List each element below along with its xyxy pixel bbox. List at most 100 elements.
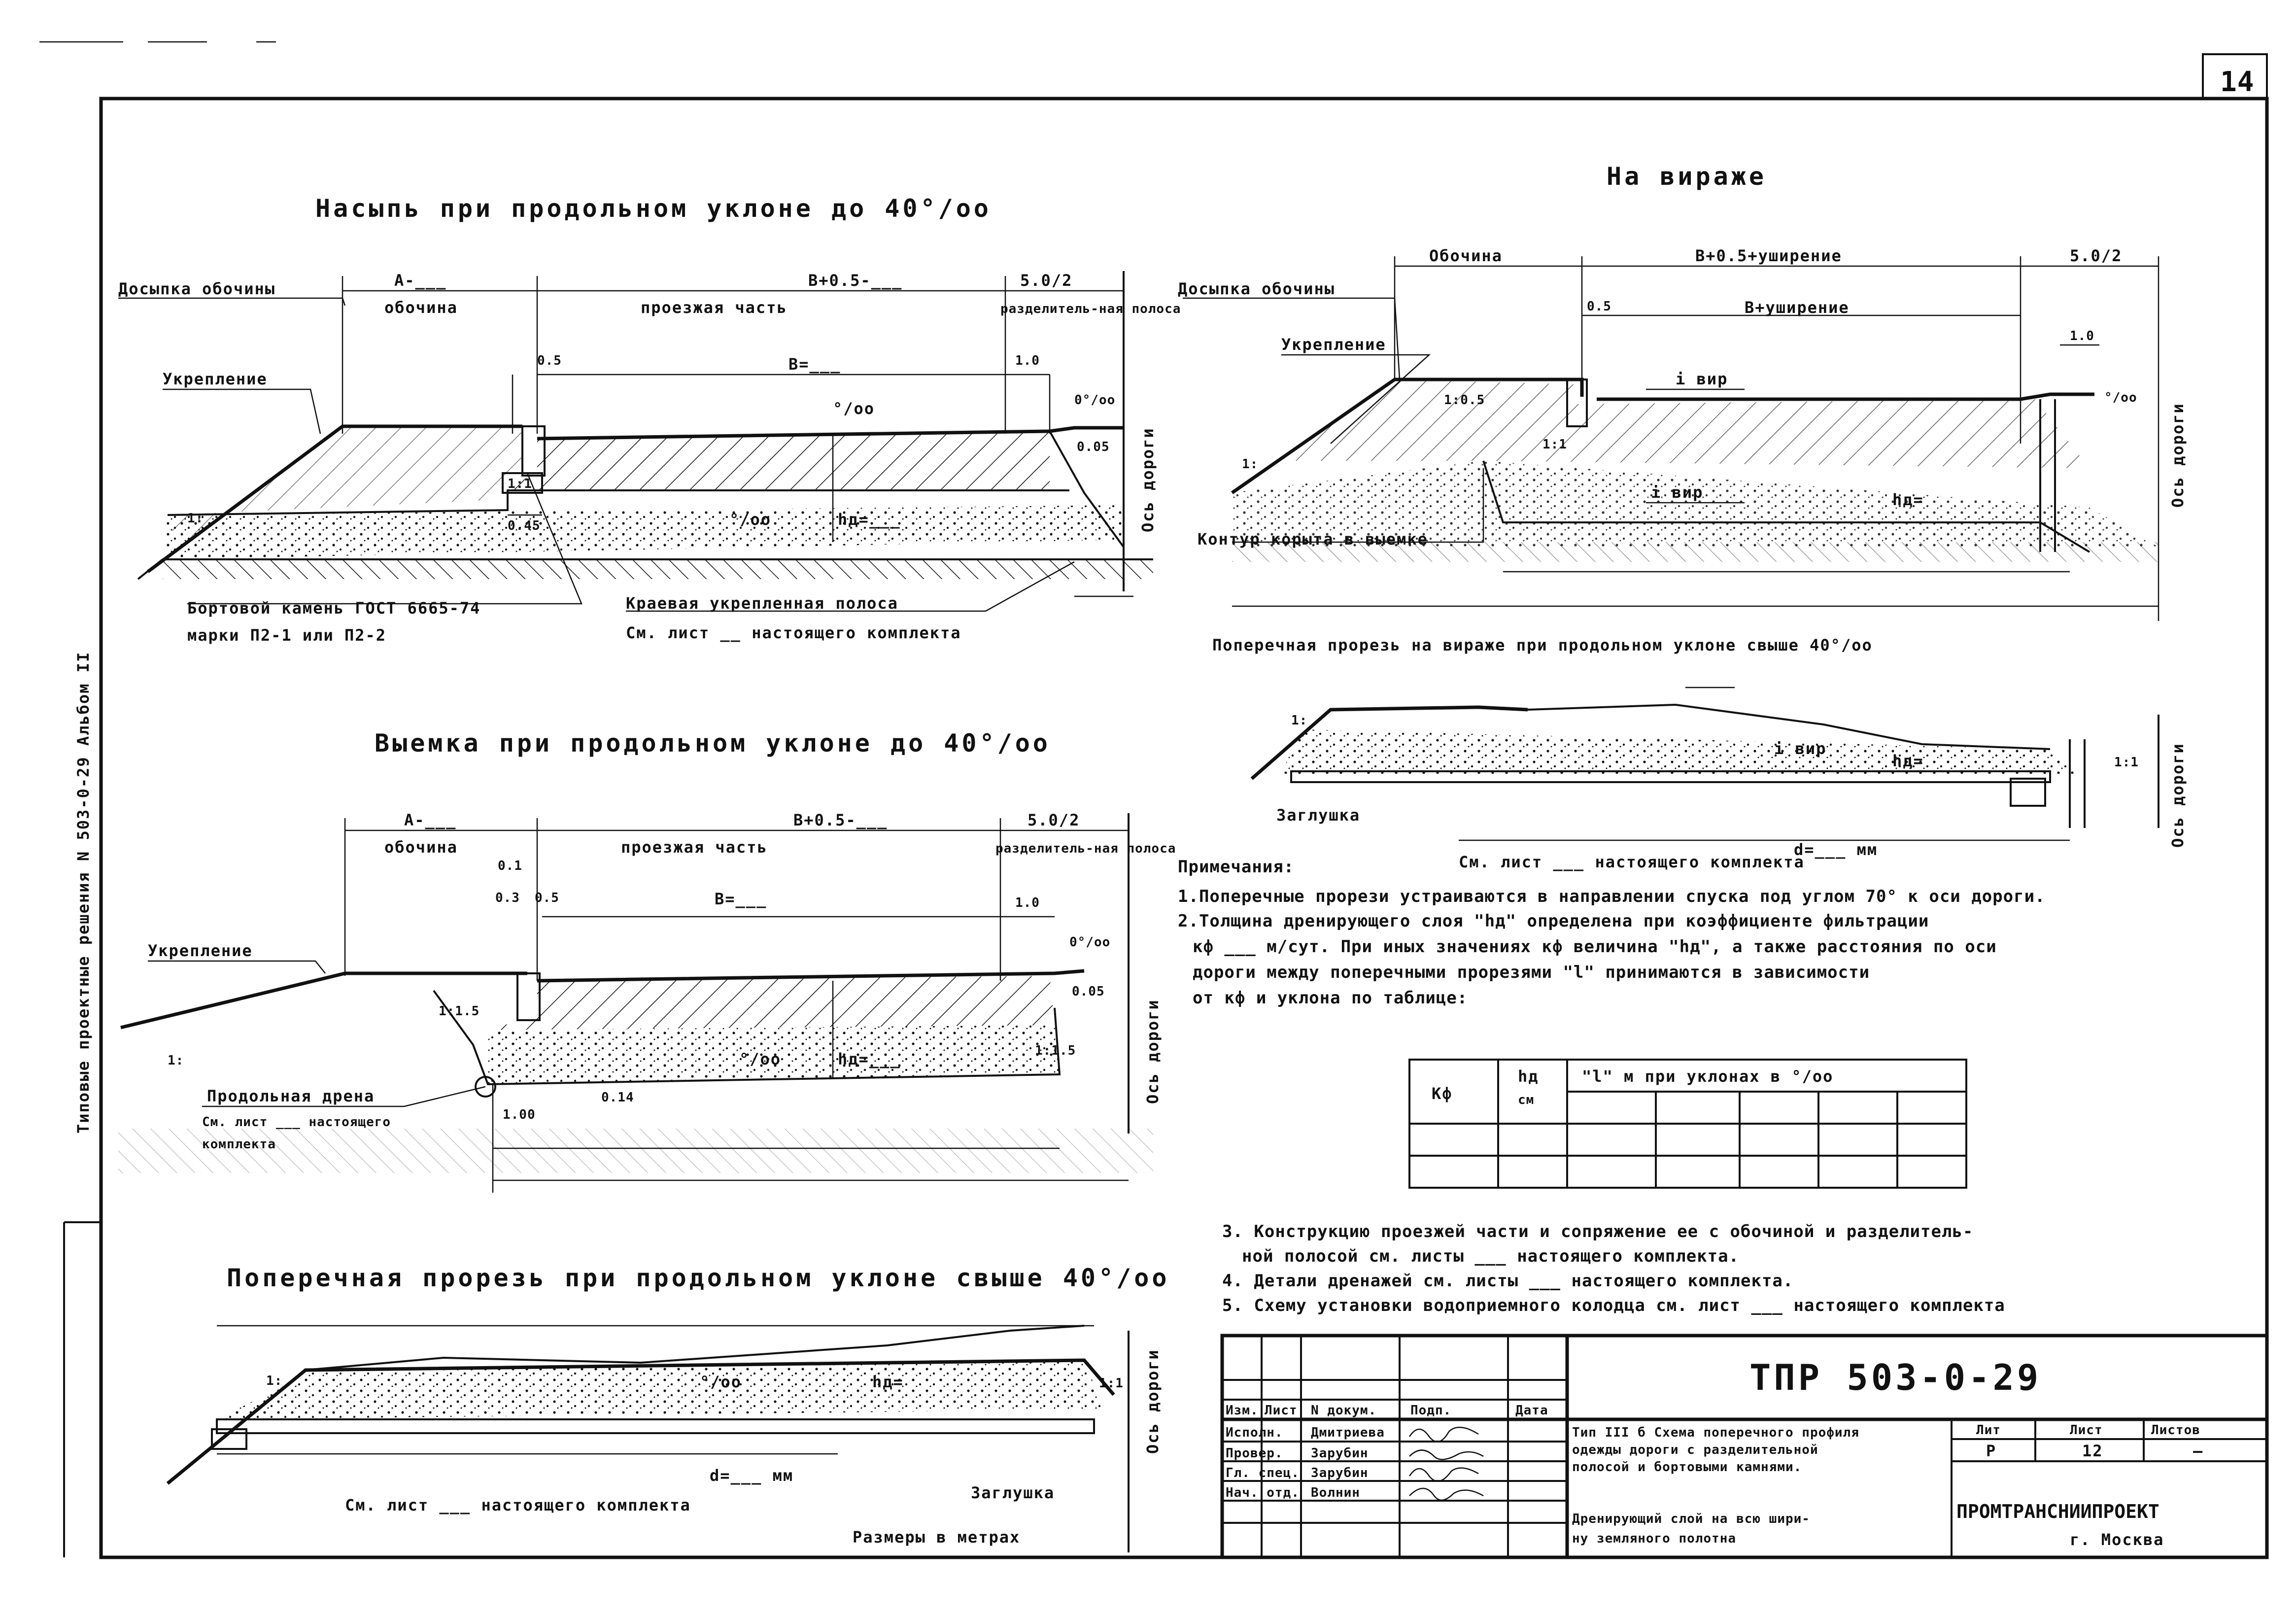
coefficient-table: Кф hд см "l" м при уклонах в °/оо [1408,1059,1967,1189]
stamp-r1-role: Исполн. [1226,1425,1283,1440]
stamp-desc1: Тип III б Схема поперечного профиля [1572,1425,1859,1440]
s1-title: Насыпь при продольном уклоне до 40°/оо [315,194,992,223]
stamp-org: ПРОМТРАНСНИИПРОЕКТ [1956,1501,2159,1522]
stamp-r3-role: Гл. спец. [1226,1466,1300,1480]
stamp-sheets: — [2193,1442,2203,1460]
s4-dosypka: Досыпка обочины [1178,279,1335,298]
stamp-r4-role: Нач. отд. [1226,1485,1300,1500]
note-3b: ной полосой см. листы ___ настоящего ком… [1242,1246,1739,1266]
stamp-h-data: Дата [1515,1403,1548,1418]
s2-r1: 1: [168,1053,184,1068]
sheet-number: 14 [2220,66,2254,98]
s3-hd: hд= [872,1373,904,1391]
s5-i-vir: i вир [1774,739,1826,758]
signature-1 [1408,1426,1479,1443]
s3-zaglushka: Заглушка [971,1483,1055,1502]
s2-d03: 0.3 [495,891,520,905]
s1-proezzhaya: проезжая часть [641,298,788,317]
section-superelevation-cut: Поперечная прорезь на вираже при продоль… [1212,636,2187,871]
s2-slope: °/оо [739,1050,781,1068]
s5-zaglushka: Заглушка [1276,806,1360,825]
s2-razdelit: разделитель-ная полоса [995,841,1176,856]
s1-slope: °/оо [833,399,875,418]
s3-slope: °/оо [700,1373,742,1391]
s1-dosypka: Досыпка обочины [118,279,275,298]
s2-d01: 0.1 [498,859,522,873]
s4-d10: 1.0 [2070,329,2094,344]
s4-i-vir: i вир [1676,370,1728,388]
signature-3 [1408,1467,1479,1482]
s1-d005: 0.05 [1077,440,1110,454]
s5-r11: 1:1 [2114,755,2139,770]
s2-os-dorogi: Ось дороги [1143,999,1162,1104]
s2-r15b: 1:1.5 [1035,1043,1076,1058]
s4-half-div: 5.0/2 [2070,246,2122,265]
stamp-r2-role: Провер. [1226,1446,1283,1461]
stamp-h-sheet: Лист [2070,1423,2103,1438]
s2-b-eq: В=___ [715,890,767,908]
s1-bort1: Бортовой камень ГОСТ 6665-74 [187,599,480,618]
s1-ukreplenie: Укрепление [163,370,268,388]
section-cross-cut: Поперечная прорезь при продольном уклоне… [166,1264,1166,1552]
table-col-l: "l" м при уклонах в °/оо [1582,1067,1833,1086]
signature-2 [1409,1449,1484,1460]
s1-b05: В+0.5-___ [808,271,902,290]
s2-r15: 1:1.5 [439,1004,480,1019]
notes-block: Примечания: 1.Поперечные прорези устраив… [1178,857,2045,1315]
note-2b: кф ___ м/сут. При иных значениях кф вели… [1193,937,1997,957]
s4-d05: 0.5 [1587,299,1611,314]
s1-slope0: 0°/оо [1074,393,1115,408]
s2-half-div: 5.0/2 [1028,811,1080,829]
table-col-hd-unit: см [1518,1093,1534,1107]
s2-hd: hд=___ [838,1050,901,1068]
s1-os-dorogi: Ось дороги [1138,427,1157,532]
stamp-desc5: ну земляного полотна [1572,1531,1736,1546]
table-col-hd: hд [1518,1067,1539,1086]
s1-d10: 1.0 [1015,353,1040,368]
stamp-desc4: Дренирующий слой на всю шири- [1572,1512,1810,1526]
section-cut: Выемка при продольном уклоне до 40°/оо А… [118,729,1176,1193]
s4-title: На вираже [1607,162,1767,191]
s3-os-dorogi: Ось дороги [1143,1349,1162,1454]
stamp-h-list: Лист [1265,1403,1298,1418]
stamp-h-dok: N докум. [1311,1403,1376,1418]
stamp-r1-name: Дмитриева [1311,1425,1385,1440]
s2-proezzhaya: проезжая часть [621,838,768,857]
note-3a: 3. Конструкцию проезжей части и сопряжен… [1222,1222,1973,1241]
s2-a-dim: А-___ [404,811,456,829]
stamp-r3-name: Зарубин [1311,1466,1369,1480]
note-5: 5. Схему установки водоприемного колодца… [1222,1296,2005,1315]
notes-heading: Примечания: [1178,857,1294,877]
s1-a-dim: А-___ [394,271,446,290]
s1-half-div: 5.0/2 [1020,271,1072,290]
stamp-code: ТПР 503-0-29 [1749,1357,2041,1398]
s4-ukreplenie: Укрепление [1281,335,1386,354]
s3-r11: 1:1 [1099,1376,1124,1391]
s2-slope0: 0°/оо [1069,935,1110,950]
s2-ukreplenie: Укрепление [148,941,253,960]
s2-d10: 1.0 [1015,895,1040,910]
s3-d: d=___ мм [710,1466,793,1485]
note-2a: 2.Толщина дренирующего слоя "hд" определ… [1178,911,1929,931]
stamp-h-sheets: Листов [2151,1423,2200,1438]
s2-obochina: обочина [384,838,458,857]
s2-drena3: комплекта [202,1137,276,1152]
s4-r11: 1:1 [1542,437,1567,452]
s4-r15: 1:0.5 [1444,393,1485,408]
s2-drena2: См. лист ___ настоящего [202,1115,391,1130]
stamp-lit: Р [1986,1442,1996,1460]
s5-title: Поперечная прорезь на вираже при продоль… [1212,636,1873,654]
s4-slope: °/оо [2104,390,2137,405]
s1-r11: 1:1 [508,477,532,491]
section-embankment: Насыпь при продольном уклоне до 40°/оо [118,194,1180,645]
s1-hd: hд=___ [838,510,901,529]
s1-krai2: См. лист __ настоящего комплекта [626,623,961,642]
s1-slope-b: °/оо [729,510,771,529]
stamp-desc3: полосой и бортовыми камнями. [1572,1460,1802,1475]
stamp-r4-name: Волнин [1311,1485,1360,1500]
s1-bort2: марки П2-1 или П2-2 [187,626,386,645]
signature-4 [1409,1487,1484,1501]
s1-d05: 0.5 [537,353,562,368]
s1-b-eq: В=___ [788,355,841,374]
s1-obochina: обочина [384,298,458,317]
